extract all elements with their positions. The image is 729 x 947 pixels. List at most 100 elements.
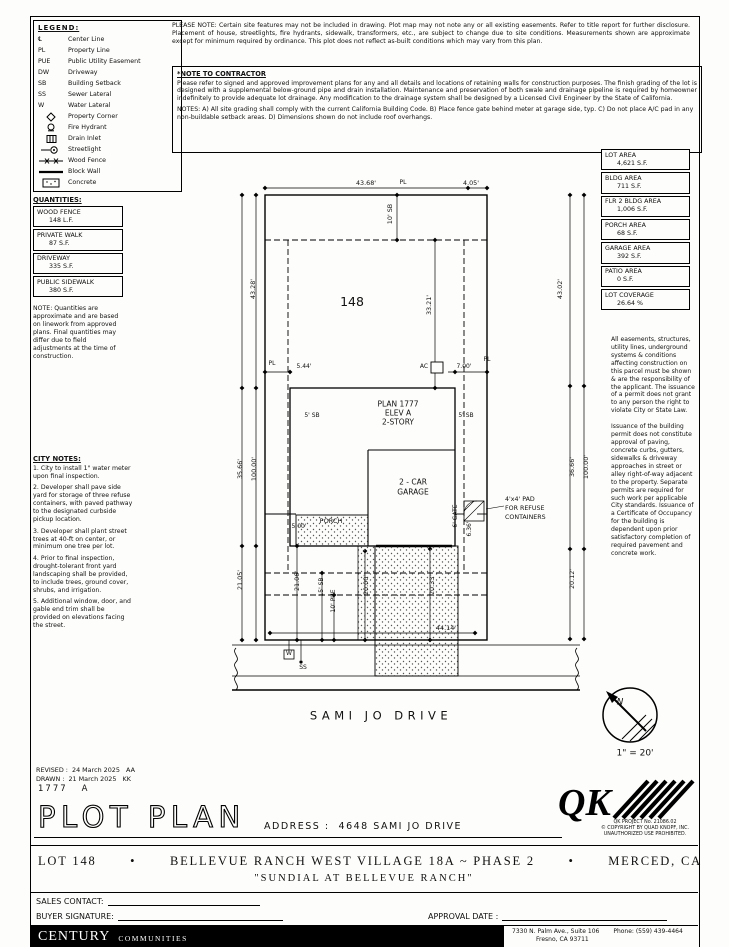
dim-left-total: 100.00': [249, 456, 258, 482]
plan-revision: A: [81, 784, 90, 794]
city-state: MERCED, CA: [608, 853, 702, 868]
brand-name-secondary: COMMUNITIES: [118, 933, 188, 943]
pl-abbrev: PL: [38, 47, 46, 54]
front-setback-15: 15' SB: [318, 577, 325, 597]
community-name: BELLEVUE RANCH WEST VILLAGE 18A ~ PHASE …: [169, 853, 535, 868]
revised-line: REVISED : 24 March 2025 AA: [36, 766, 135, 774]
brand-phone: Phone: (559) 439-4464: [613, 928, 683, 935]
dim-side-7-00: 7.00': [456, 363, 472, 370]
garage-label-line2: GARAGE: [397, 487, 429, 497]
centerline-symbol: ℄: [38, 36, 43, 43]
dim-top-right: 4.05': [463, 178, 479, 187]
buyer-signature-field[interactable]: [117, 911, 283, 921]
side-setback-left: 5' SB: [304, 412, 320, 419]
side-note-permits: Issuance of the building permit does not…: [611, 423, 694, 557]
address-line: ADDRESS : 4648 SAMI JO DRIVE: [264, 821, 462, 832]
title-baseline: [34, 837, 562, 838]
qk-project-number: QK PROJECT No. 21086.02: [613, 820, 677, 825]
sales-contact-label: SALES CONTACT:: [36, 897, 104, 906]
side-note-easements: All easements, structures, utility lines…: [611, 336, 695, 415]
wood-fence-icon: [39, 157, 63, 164]
legend-item-drain-inlet: Drain Inlet: [38, 133, 177, 144]
pue-label: 10' PUE: [330, 589, 337, 613]
pl-label-top: PL: [399, 179, 407, 186]
quantities-title: QUANTITIES:: [33, 196, 82, 204]
divider-line-top: [30, 845, 698, 846]
dim-porch-5-00: 5.00': [291, 523, 307, 530]
city-note-3: 3. Developer shall plant street trees at…: [33, 527, 127, 551]
pl-label-left: PL: [268, 360, 276, 367]
brand-logo-area: CENTURY COMMUNITIES: [30, 926, 504, 947]
legend-item-fire-hydrant: Fire Hydrant: [38, 122, 177, 133]
contractor-note-title: *NOTE TO CONTRACTOR: [177, 70, 266, 78]
legend-item-property-corner: Property Corner: [38, 111, 177, 122]
legend-title: LEGEND:: [38, 24, 80, 32]
gate-label: 6' GATE: [452, 504, 459, 528]
qk-info-block: QK PROJECT No. 21086.02 © COPYRIGHT BY Q…: [592, 820, 698, 839]
pue-abbrev: PUE: [38, 58, 51, 65]
qk-copyright: © COPYRIGHT BY QUAD KNOPF, INC.: [600, 826, 690, 832]
property-corner-icon: [46, 111, 56, 122]
city-notes-block: CITY NOTES: 1. City to install 1" water …: [33, 455, 133, 633]
approval-date-row: APPROVAL DATE :: [428, 911, 668, 921]
legend-item-wood-fence: Wood Fence: [38, 155, 177, 166]
city-note-2: 2. Developer shall pave side yard for st…: [33, 484, 133, 524]
ac-label: AC: [419, 363, 429, 370]
side-notes-block: All easements, structures, utility lines…: [611, 336, 695, 558]
dw-abbrev: DW: [38, 69, 50, 76]
refuse-pad-label: 4'x4' PAD FOR REFUSE CONTAINERS: [505, 496, 546, 521]
drain-inlet-icon: [46, 134, 57, 143]
w-abbrev: W: [38, 102, 45, 109]
brand-address-area: 7330 N. Palm Ave., Suite 106 Phone: (559…: [504, 926, 698, 947]
garage-label-line1: 2 - CAR: [399, 477, 427, 487]
city-note-4: 4. Prior to final inspection, drought-to…: [33, 554, 129, 594]
approval-date-field[interactable]: [502, 911, 668, 921]
legend-item-concrete: Concrete: [38, 177, 177, 188]
dim-top-left: 43.68': [355, 178, 377, 187]
dim-right-upper: 43.02': [555, 278, 564, 300]
qk-unauthorized: UNAUTHORIZED USE PROHIBITED.: [603, 832, 687, 838]
bullet-separator: •: [568, 853, 575, 868]
plan-name-line2: ELEV A: [384, 408, 412, 418]
page-border: [30, 16, 700, 947]
quantities-note: NOTE: Quantities are approximate and are…: [33, 305, 119, 360]
sales-contact-field[interactable]: [107, 896, 260, 906]
dim-left-lower: 21.05': [235, 569, 244, 591]
dim-left-upper: 43.28': [248, 278, 257, 300]
fire-hydrant-icon: [47, 123, 55, 131]
legend-item-streetlight: Streetlight: [38, 144, 177, 155]
buyer-signature-row: BUYER SIGNATURE:: [36, 911, 283, 921]
scale-label: 1" = 20': [616, 748, 654, 759]
please-note-text: PLEASE NOTE: Certain site features may n…: [172, 22, 690, 45]
plan-name-line1: PLAN 1777: [377, 399, 419, 409]
sewer-lateral-label: SS: [299, 664, 307, 671]
community-line: LOT 148 • BELLEVUE RANCH WEST VILLAGE 18…: [32, 849, 708, 873]
brand-name: CENTURY: [38, 928, 111, 944]
divider-line-bottom: [30, 892, 698, 893]
buyer-signature-label: BUYER SIGNATURE:: [36, 912, 114, 921]
bullet-separator: •: [130, 853, 137, 868]
pl-label-right: PL: [483, 356, 491, 363]
street-name: SAMI JO DRIVE: [309, 708, 453, 723]
sb-abbrev: SB: [38, 80, 47, 87]
ss-abbrev: SS: [38, 91, 46, 98]
dim-gate-6-36: 6.36': [466, 521, 473, 537]
